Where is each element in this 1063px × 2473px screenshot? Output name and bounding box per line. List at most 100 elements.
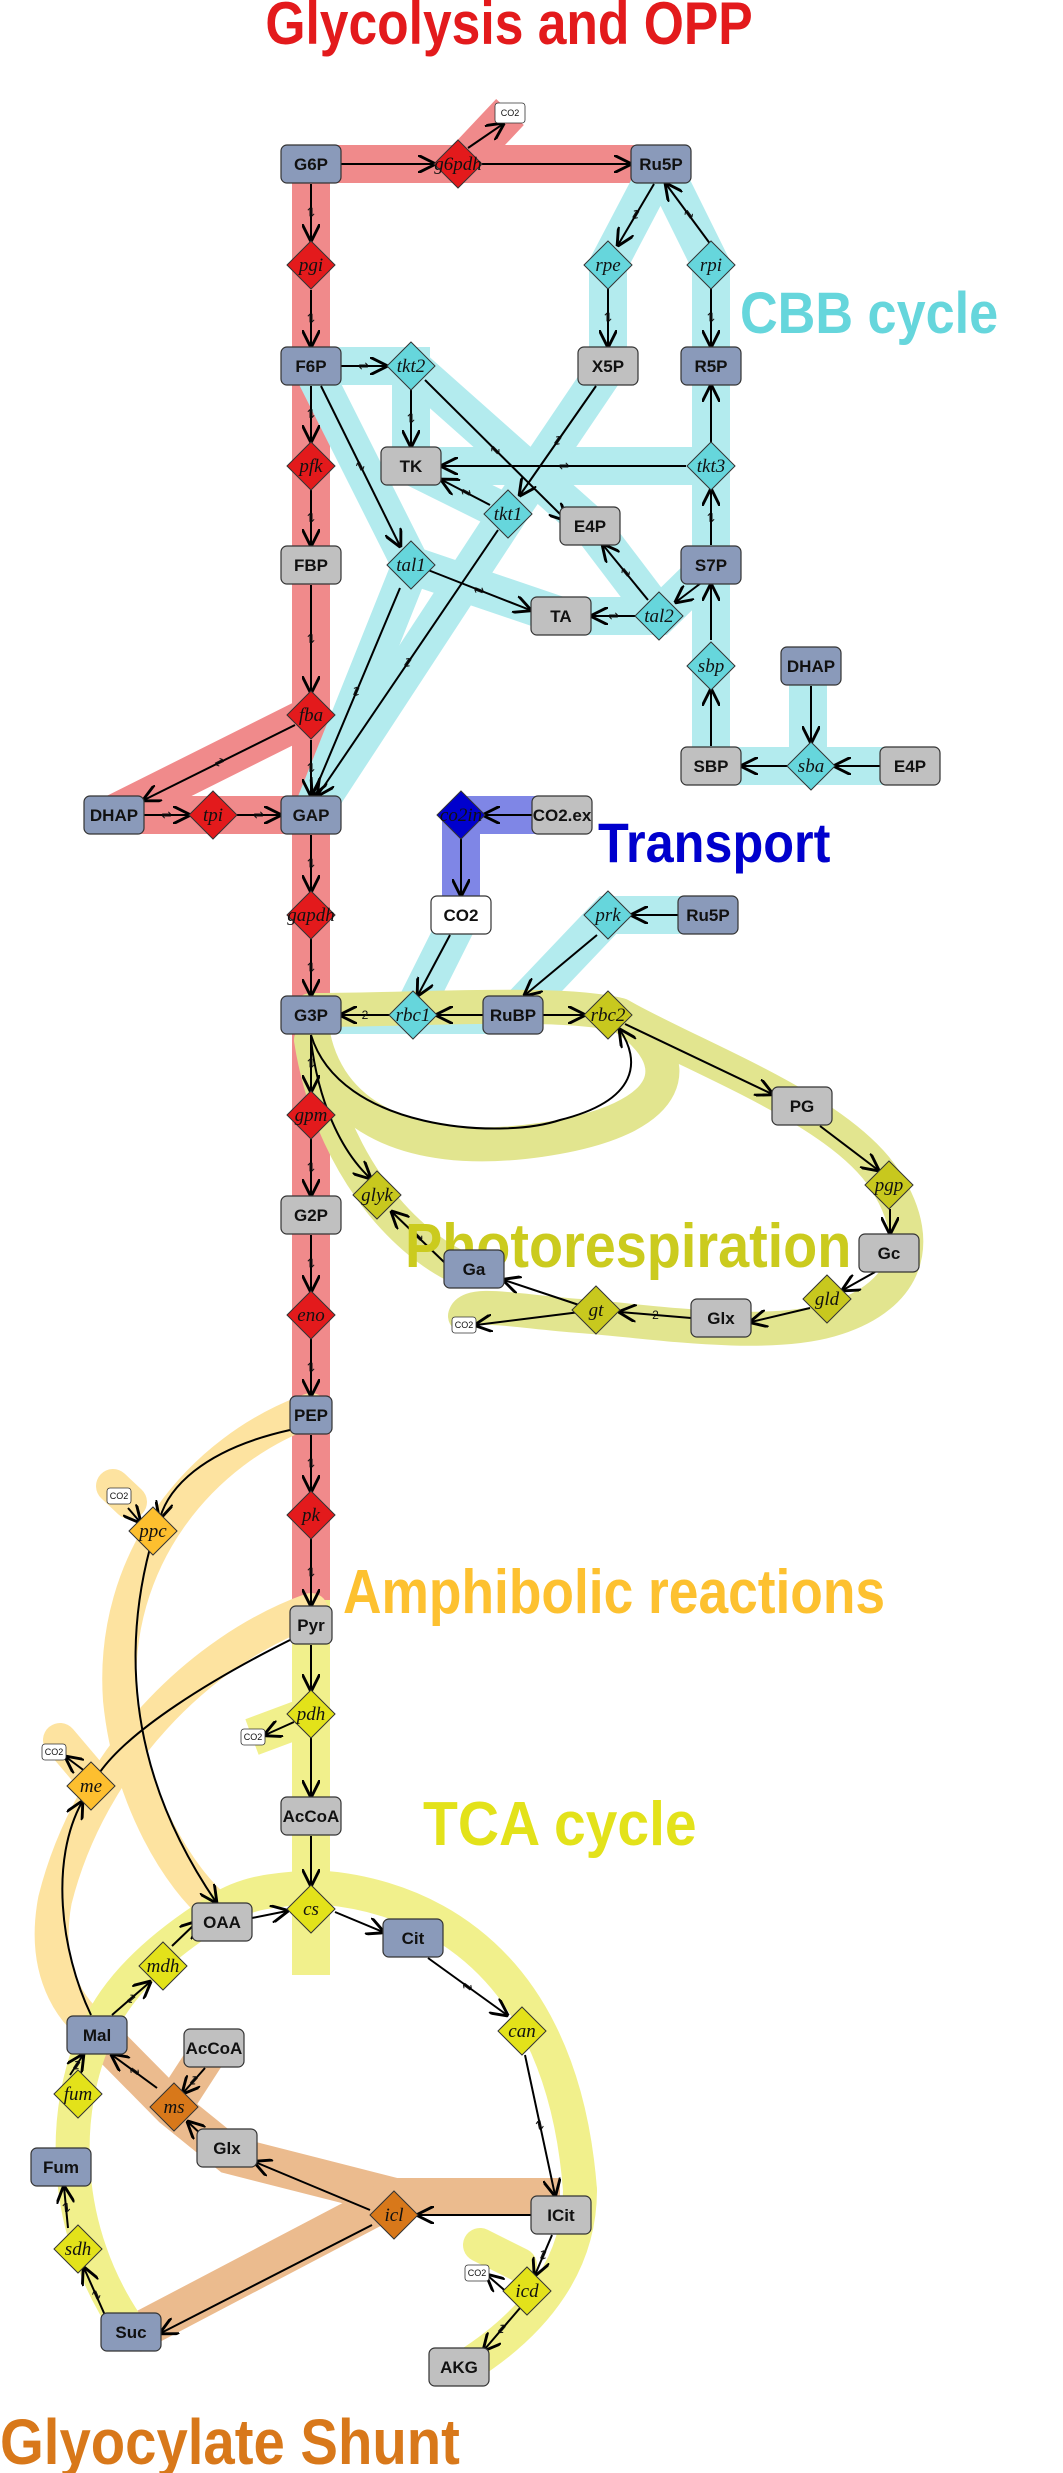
metabolite-ICit[interactable]: ICit bbox=[530, 2195, 592, 2235]
diamond-icon bbox=[286, 1884, 336, 1934]
metabolite-TK[interactable]: TK bbox=[380, 446, 442, 486]
reaction-icl[interactable]: icl bbox=[369, 2190, 419, 2240]
reaction-me[interactable]: me bbox=[66, 1761, 116, 1811]
metabolite-S7P[interactable]: S7P bbox=[680, 545, 742, 585]
metabolite-CO2_me[interactable]: CO2 bbox=[41, 1743, 67, 1761]
metabolite-PG[interactable]: PG bbox=[771, 1086, 833, 1126]
metabolite-AcCoA[interactable]: AcCoA bbox=[280, 1796, 342, 1836]
reaction-icd[interactable]: icd bbox=[502, 2266, 552, 2316]
metabolite-TA[interactable]: TA bbox=[530, 596, 592, 636]
metabolite-Ga[interactable]: Ga bbox=[443, 1249, 505, 1289]
metabolite-X5P[interactable]: X5P bbox=[577, 346, 639, 386]
metabolite-Cit[interactable]: Cit bbox=[382, 1918, 444, 1958]
metabolite-AcCoA_2[interactable]: AcCoA bbox=[183, 2028, 245, 2068]
metabolite-CO2_opp[interactable]: CO2 bbox=[494, 102, 526, 124]
metabolite-Glx[interactable]: Glx bbox=[196, 2128, 258, 2168]
reaction-eno[interactable]: eno bbox=[286, 1290, 336, 1340]
metabolite-RuBP[interactable]: RuBP bbox=[482, 995, 544, 1035]
reaction-tkt2[interactable]: tkt2 bbox=[386, 341, 436, 391]
reaction-prk[interactable]: prk bbox=[583, 890, 633, 940]
reaction-pk[interactable]: pk bbox=[286, 1490, 336, 1540]
reaction-rpe[interactable]: rpe bbox=[583, 240, 633, 290]
metabolite-label: CO2 bbox=[444, 906, 479, 925]
metabolite-Ru5P[interactable]: Ru5P bbox=[630, 144, 692, 184]
reaction-sbp[interactable]: sbp bbox=[686, 641, 736, 691]
metabolite-label: GAP bbox=[293, 806, 330, 825]
metabolite-F6P[interactable]: F6P bbox=[280, 346, 342, 386]
reaction-ms[interactable]: ms bbox=[149, 2082, 199, 2132]
reaction-ppc[interactable]: ppc bbox=[128, 1506, 178, 1556]
reaction-gapdh[interactable]: gapdh bbox=[286, 890, 336, 940]
reaction-rbc2[interactable]: rbc2 bbox=[583, 990, 633, 1040]
reaction-pfk[interactable]: pfk bbox=[286, 441, 336, 491]
reaction-pdh[interactable]: pdh bbox=[286, 1689, 336, 1739]
metabolite-DHAP[interactable]: DHAP bbox=[83, 795, 145, 835]
metabolite-AKG[interactable]: AKG bbox=[428, 2347, 490, 2387]
reaction-pgi[interactable]: pgi bbox=[286, 240, 336, 290]
reaction-mdh[interactable]: mdh bbox=[138, 1941, 188, 1991]
metabolite-CO2ex[interactable]: CO2.ex bbox=[531, 795, 593, 835]
metabolite-Fum[interactable]: Fum bbox=[30, 2147, 92, 2187]
metabolite-R5P[interactable]: R5P bbox=[680, 346, 742, 386]
title-glycolysis: Glycolysis and OPP bbox=[265, 0, 752, 57]
reaction-g6pdh[interactable]: g6pdh bbox=[433, 139, 483, 189]
metabolite-CO2_ppc[interactable]: CO2 bbox=[106, 1487, 132, 1505]
reaction-arrow bbox=[84, 2268, 109, 2323]
reversible-icon: ⇌ bbox=[304, 512, 318, 522]
metabolite-label: S7P bbox=[695, 556, 727, 575]
reaction-rpi[interactable]: rpi bbox=[686, 240, 736, 290]
reaction-sba[interactable]: sba bbox=[786, 741, 836, 791]
band-cbb bbox=[398, 351, 603, 540]
reaction-tkt1[interactable]: tkt1 bbox=[483, 489, 533, 539]
metabolite-OAA[interactable]: OAA bbox=[191, 1902, 253, 1942]
metabolite-CO2_icd[interactable]: CO2 bbox=[464, 2264, 490, 2282]
reaction-tal2[interactable]: tal2 bbox=[634, 591, 684, 641]
metabolite-DHAP_cbb[interactable]: DHAP bbox=[780, 646, 842, 686]
metabolite-box bbox=[280, 346, 342, 386]
reaction-arrow bbox=[751, 1307, 811, 1322]
metabolite-CO2_pr[interactable]: CO2 bbox=[451, 1316, 477, 1334]
metabolite-Gc[interactable]: Gc bbox=[858, 1233, 920, 1273]
reaction-fum[interactable]: fum bbox=[53, 2069, 103, 2119]
reaction-tpi[interactable]: tpi bbox=[188, 790, 238, 840]
metabolite-G3P[interactable]: G3P bbox=[280, 995, 342, 1035]
metabolite-label: TK bbox=[400, 457, 423, 476]
reaction-label: gapdh bbox=[287, 905, 335, 926]
metabolite-Mal[interactable]: Mal bbox=[66, 2015, 128, 2055]
reaction-sdh[interactable]: sdh bbox=[53, 2224, 103, 2274]
metabolite-E4P_2[interactable]: E4P bbox=[879, 746, 941, 786]
reaction-gt[interactable]: gt bbox=[571, 1285, 621, 1335]
metabolite-CO2[interactable]: CO2 bbox=[430, 895, 492, 935]
metabolite-label: Pyr bbox=[297, 1616, 325, 1635]
diamond-icon bbox=[286, 1689, 336, 1739]
metabolite-box bbox=[240, 1728, 266, 1746]
reaction-pgp[interactable]: pgp bbox=[864, 1160, 914, 1210]
reaction-fba[interactable]: fba bbox=[286, 690, 336, 740]
reaction-arrow bbox=[183, 2067, 206, 2093]
reaction-tal1[interactable]: tal1 bbox=[386, 540, 436, 590]
reaction-glyk[interactable]: glyk bbox=[352, 1170, 402, 1220]
metabolite-PEP[interactable]: PEP bbox=[289, 1395, 333, 1435]
metabolite-E4P_1[interactable]: E4P bbox=[559, 506, 621, 546]
metabolite-Glx_pr[interactable]: Glx bbox=[690, 1298, 752, 1338]
metabolite-box bbox=[530, 596, 592, 636]
reaction-cs[interactable]: cs bbox=[286, 1884, 336, 1934]
reaction-gld[interactable]: gld bbox=[802, 1274, 852, 1324]
metabolite-box bbox=[280, 1195, 342, 1235]
metabolite-Suc[interactable]: Suc bbox=[100, 2312, 162, 2352]
metabolite-SBP[interactable]: SBP bbox=[680, 746, 742, 786]
metabolite-Ru5P_2[interactable]: Ru5P bbox=[677, 895, 739, 935]
reaction-tkt3[interactable]: tkt3 bbox=[686, 441, 736, 491]
metabolite-G2P[interactable]: G2P bbox=[280, 1195, 342, 1235]
reaction-rbc1[interactable]: rbc1 bbox=[388, 990, 438, 1040]
reaction-arrow bbox=[520, 385, 597, 495]
reaction-co2in[interactable]: co2in bbox=[436, 790, 486, 840]
reaction-gpm[interactable]: gpm bbox=[286, 1090, 336, 1140]
metabolite-Pyr[interactable]: Pyr bbox=[289, 1605, 333, 1645]
metabolite-G6P[interactable]: G6P bbox=[280, 144, 342, 184]
metabolite-FBP[interactable]: FBP bbox=[280, 545, 342, 585]
metabolite-CO2_pdh[interactable]: CO2 bbox=[240, 1728, 266, 1746]
diamond-icon bbox=[352, 1170, 402, 1220]
reaction-can[interactable]: can bbox=[497, 2006, 547, 2056]
metabolite-GAP[interactable]: GAP bbox=[280, 795, 342, 835]
